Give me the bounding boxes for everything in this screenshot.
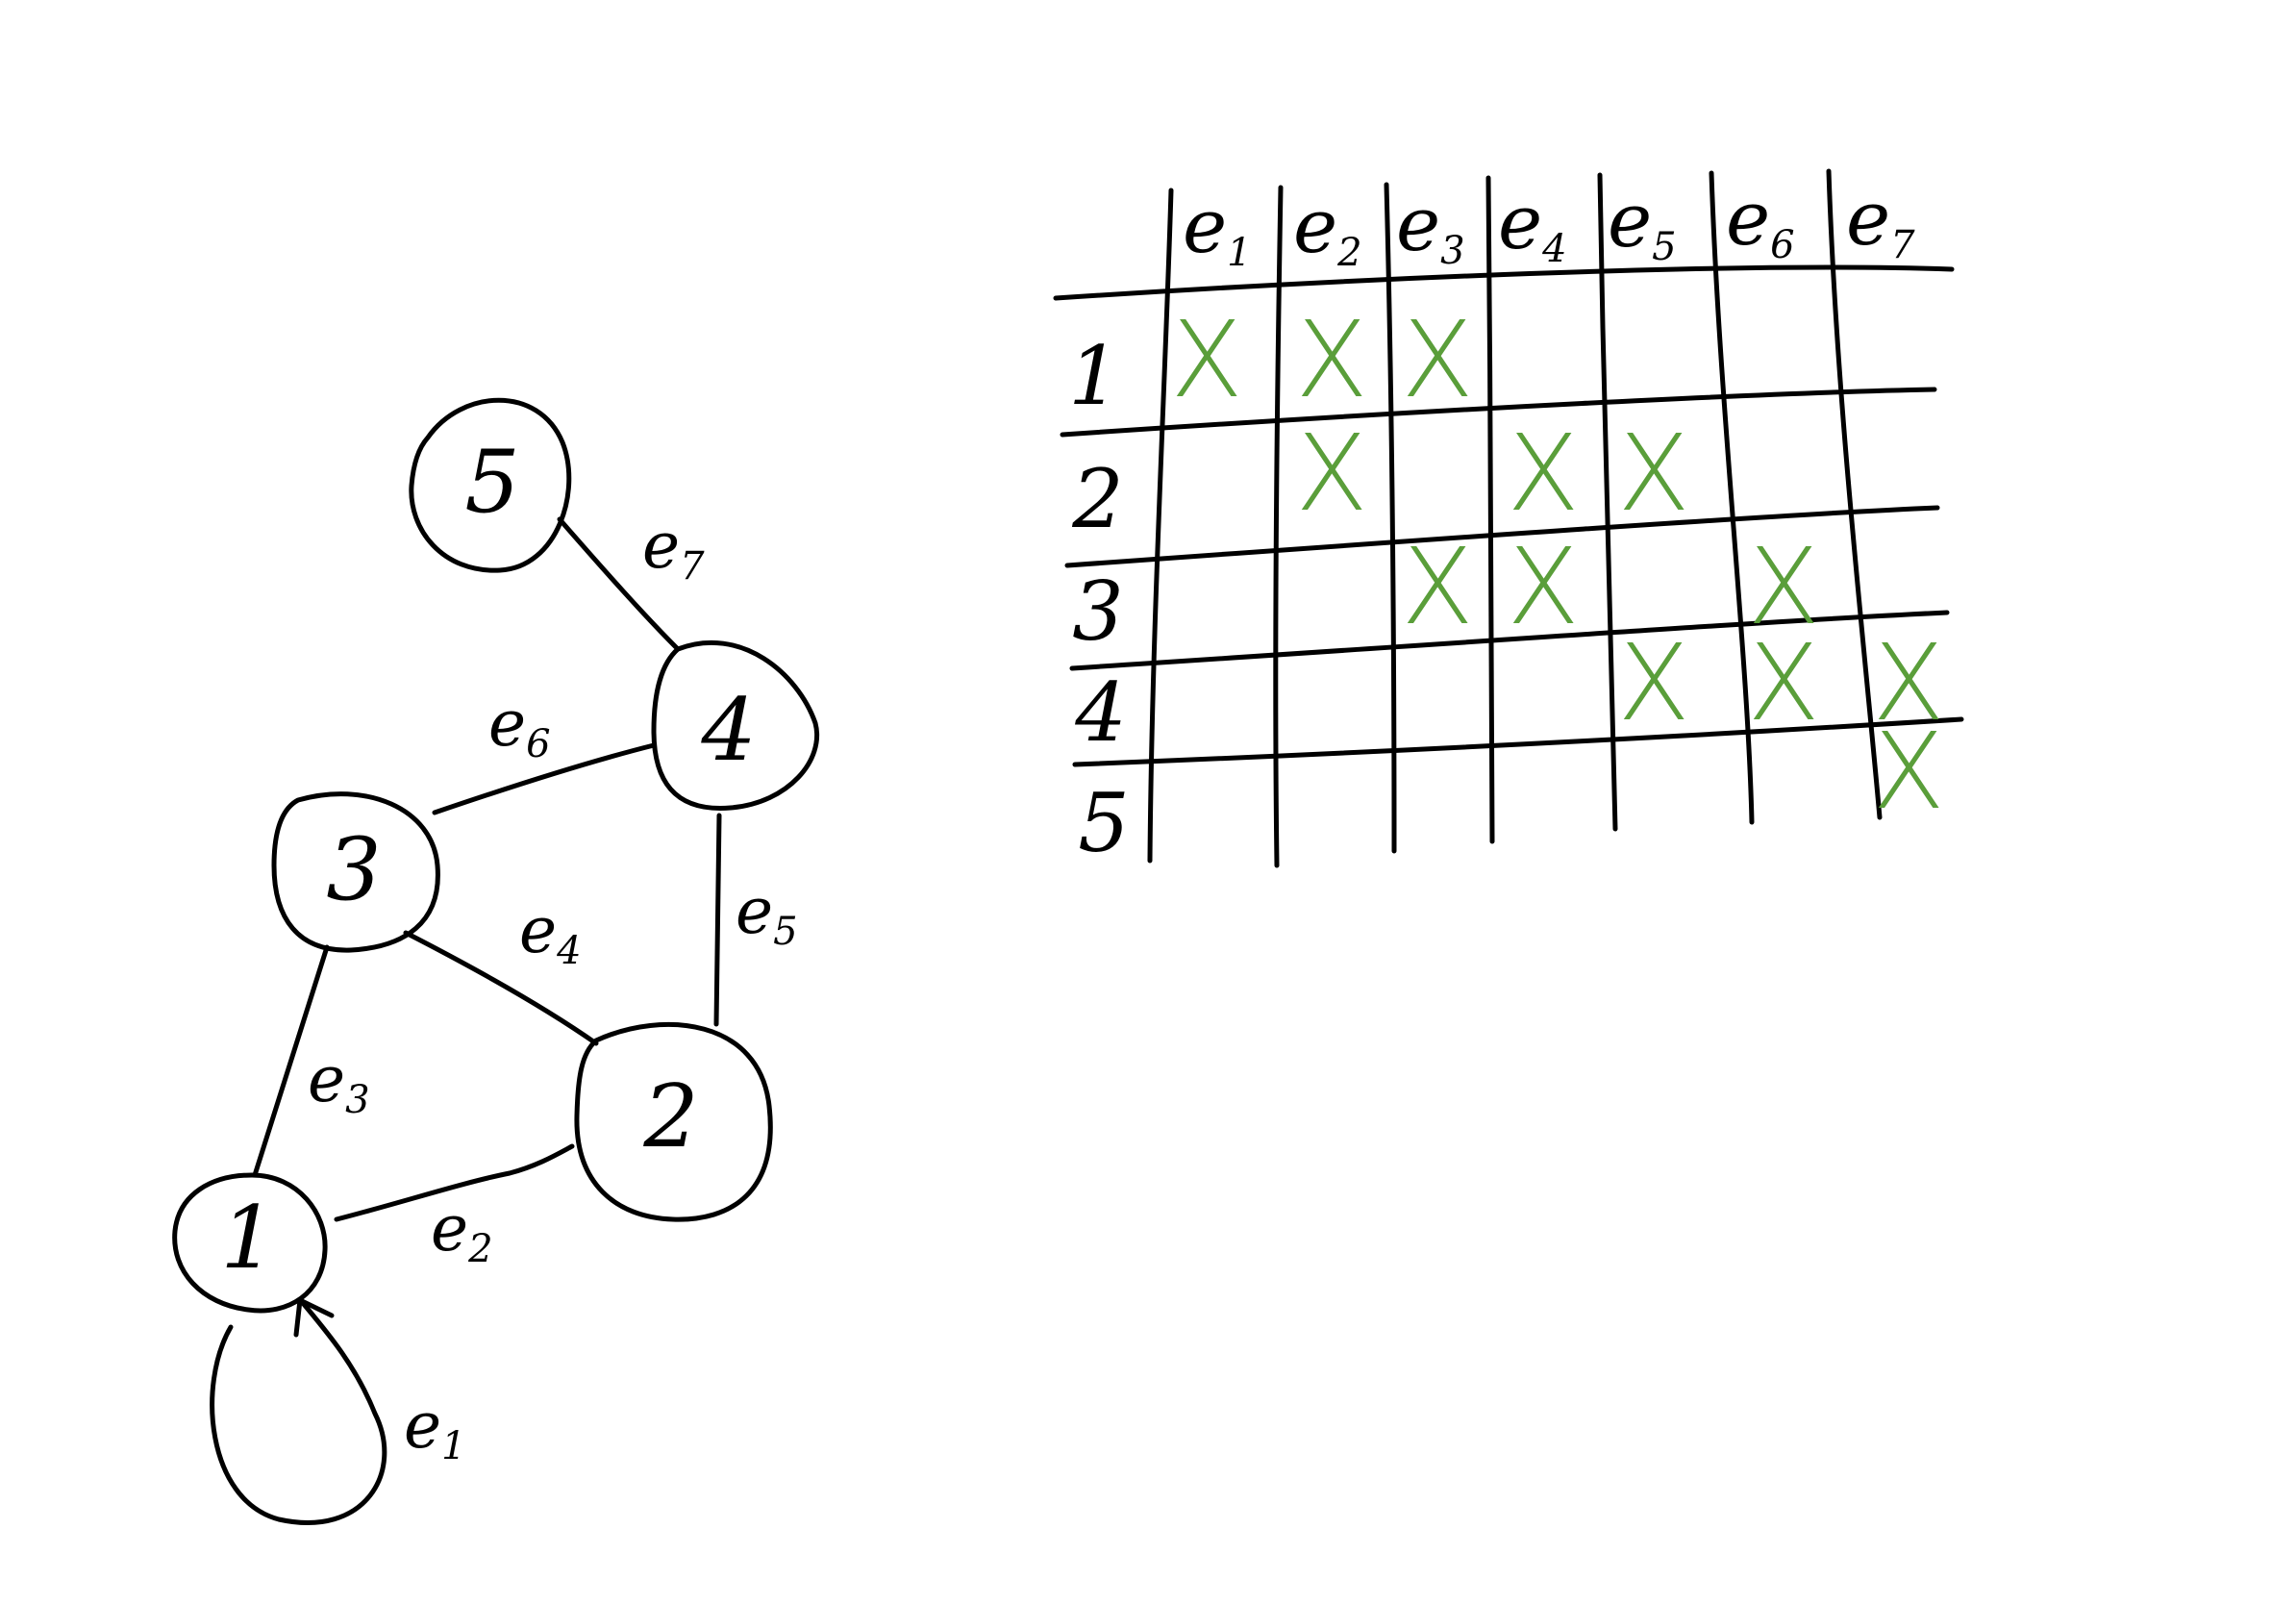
col-header-e3: e3 — [1396, 182, 1465, 273]
incidence-mark-r5-c7: X — [1872, 710, 1944, 833]
graph-nodes: 1 2 3 4 5 — [172, 397, 819, 1314]
grid-col-line-1 — [1273, 185, 1284, 868]
col-header-e4: e4 — [1498, 180, 1567, 271]
incidence-mark-r1-c2: X — [1295, 298, 1367, 421]
node-5: 5 — [409, 397, 572, 573]
node-1-label: 1 — [220, 1188, 275, 1289]
grid-col-line-3 — [1485, 175, 1495, 844]
edge-e2 — [334, 1143, 575, 1222]
edge-e7 — [557, 516, 681, 652]
row-header-4: 4 — [1074, 665, 1126, 760]
grid-line-row-3 — [1069, 610, 1950, 671]
grid-col-line-5 — [1709, 170, 1755, 825]
edge-label-e6: e6 — [488, 687, 551, 766]
row-header-1: 1 — [1068, 329, 1119, 423]
incidence-mark-r1-c3: X — [1401, 298, 1473, 421]
grid-line-row-4 — [1072, 716, 1964, 767]
edge-label-e3: e3 — [308, 1042, 370, 1122]
edge-label-e2: e2 — [431, 1191, 493, 1271]
edge-label-e1: e1 — [404, 1389, 466, 1468]
incidence-mark-r4-c6: X — [1747, 621, 1819, 744]
col-header-e5: e5 — [1608, 178, 1677, 269]
node-3-label: 3 — [326, 819, 381, 920]
col-header-e7: e7 — [1846, 176, 1915, 267]
edge-e4 — [403, 930, 599, 1046]
graph-diagram: 1 2 3 4 5 e1 e2 e3 e4 e — [172, 397, 819, 1525]
edge-e3 — [252, 944, 330, 1178]
grid-line-row-2 — [1064, 505, 1940, 568]
grid-col-line-6 — [1826, 168, 1883, 820]
graph-edges — [210, 516, 722, 1525]
incidence-mark-r2-c2: X — [1295, 412, 1367, 535]
node-3: 3 — [271, 791, 440, 953]
grid-col-line-2 — [1384, 182, 1397, 854]
edge-e1-loop — [210, 1300, 387, 1525]
edge-e5 — [713, 813, 722, 1027]
incidence-mark-r3-c6: X — [1747, 525, 1819, 648]
node-4-label: 4 — [700, 680, 756, 781]
grid-line-row-1 — [1060, 387, 1937, 438]
incidence-mark-r3-c4: X — [1507, 525, 1579, 648]
edge-label-e7: e7 — [642, 509, 705, 589]
node-4: 4 — [651, 639, 819, 811]
edge-e6 — [432, 742, 657, 815]
matrix-grid — [1053, 168, 1964, 868]
node-1: 1 — [172, 1172, 328, 1314]
col-header-e6: e6 — [1726, 176, 1795, 267]
edge-label-e5: e5 — [736, 874, 798, 954]
incidence-mark-r2-c4: X — [1507, 412, 1579, 535]
incidence-mark-r4-c7: X — [1872, 621, 1944, 744]
incidence-mark-r4-c5: X — [1617, 621, 1689, 744]
row-header-2: 2 — [1071, 452, 1123, 546]
matrix-column-headers: e1 e2 e3 e4 e5 e6 e7 — [1183, 176, 1915, 275]
grid-line-header — [1053, 264, 1955, 301]
incidence-mark-r2-c5: X — [1617, 412, 1689, 535]
col-header-e1: e1 — [1183, 184, 1252, 275]
node-5-label: 5 — [464, 432, 519, 533]
edge-label-e4: e4 — [519, 893, 582, 973]
matrix-row-headers: 1 2 3 4 5 — [1068, 329, 1129, 870]
incidence-mark-r1-c1: X — [1170, 298, 1242, 421]
node-2: 2 — [574, 1021, 773, 1222]
col-header-e2: e2 — [1293, 184, 1362, 275]
graph-edge-labels: e1 e2 e3 e4 e5 e6 e7 — [308, 509, 798, 1468]
node-2-label: 2 — [642, 1066, 698, 1167]
row-header-5: 5 — [1078, 776, 1129, 870]
incidence-mark-r3-c3: X — [1401, 525, 1473, 648]
row-header-3: 3 — [1072, 564, 1123, 659]
grid-col-line-0 — [1147, 188, 1174, 864]
grid-col-line-4 — [1597, 172, 1618, 832]
